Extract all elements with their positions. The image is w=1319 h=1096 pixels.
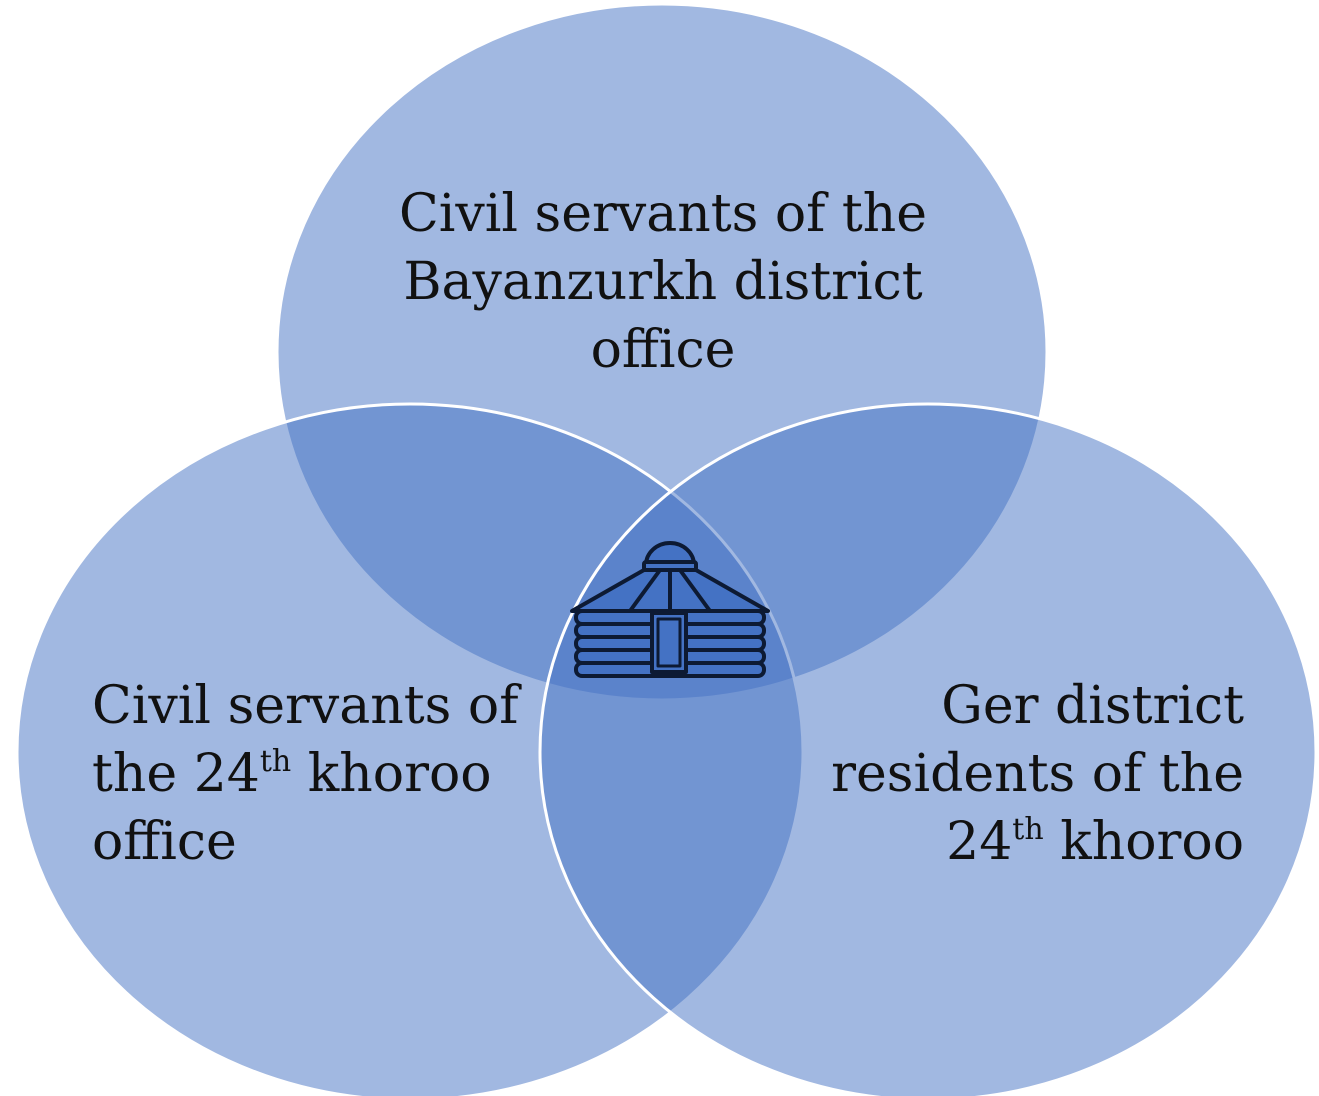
- label-left-line-3: office: [92, 812, 237, 872]
- label-right-line-3-text: 24: [946, 812, 1013, 872]
- label-24th-khoroo-office: Civil servants of the 24th khoroo office: [92, 672, 518, 876]
- label-bayanzurkh-district-office: Civil servants of the Bayanzurkh distric…: [330, 180, 996, 384]
- label-right-line-2: residents of the: [831, 744, 1244, 804]
- label-right-superscript: th: [1012, 812, 1044, 847]
- label-top-line-3: office: [590, 320, 736, 380]
- venn-circles: [15, 2, 1318, 1096]
- label-left-line-1: Civil servants of: [92, 676, 519, 736]
- label-left-line-2: the 24th khoroo: [92, 740, 518, 808]
- label-left-line-2-text: the 24: [92, 744, 260, 804]
- circle-right: [538, 402, 1318, 1096]
- ger-yurt-icon: [570, 541, 770, 678]
- label-right-line-1: Ger district: [941, 676, 1244, 736]
- label-top-line-2: Bayanzurkh district: [403, 252, 923, 312]
- label-ger-district-residents: Ger district residents of the 24th khoro…: [831, 672, 1244, 876]
- label-top-line-1: Civil servants of the: [398, 184, 928, 244]
- label-right-line-3: 24th khoroo: [831, 808, 1244, 876]
- label-left-line-2-rest: khoroo: [291, 744, 492, 804]
- label-left-superscript: th: [259, 744, 292, 779]
- label-right-line-3-rest: khoroo: [1043, 812, 1244, 872]
